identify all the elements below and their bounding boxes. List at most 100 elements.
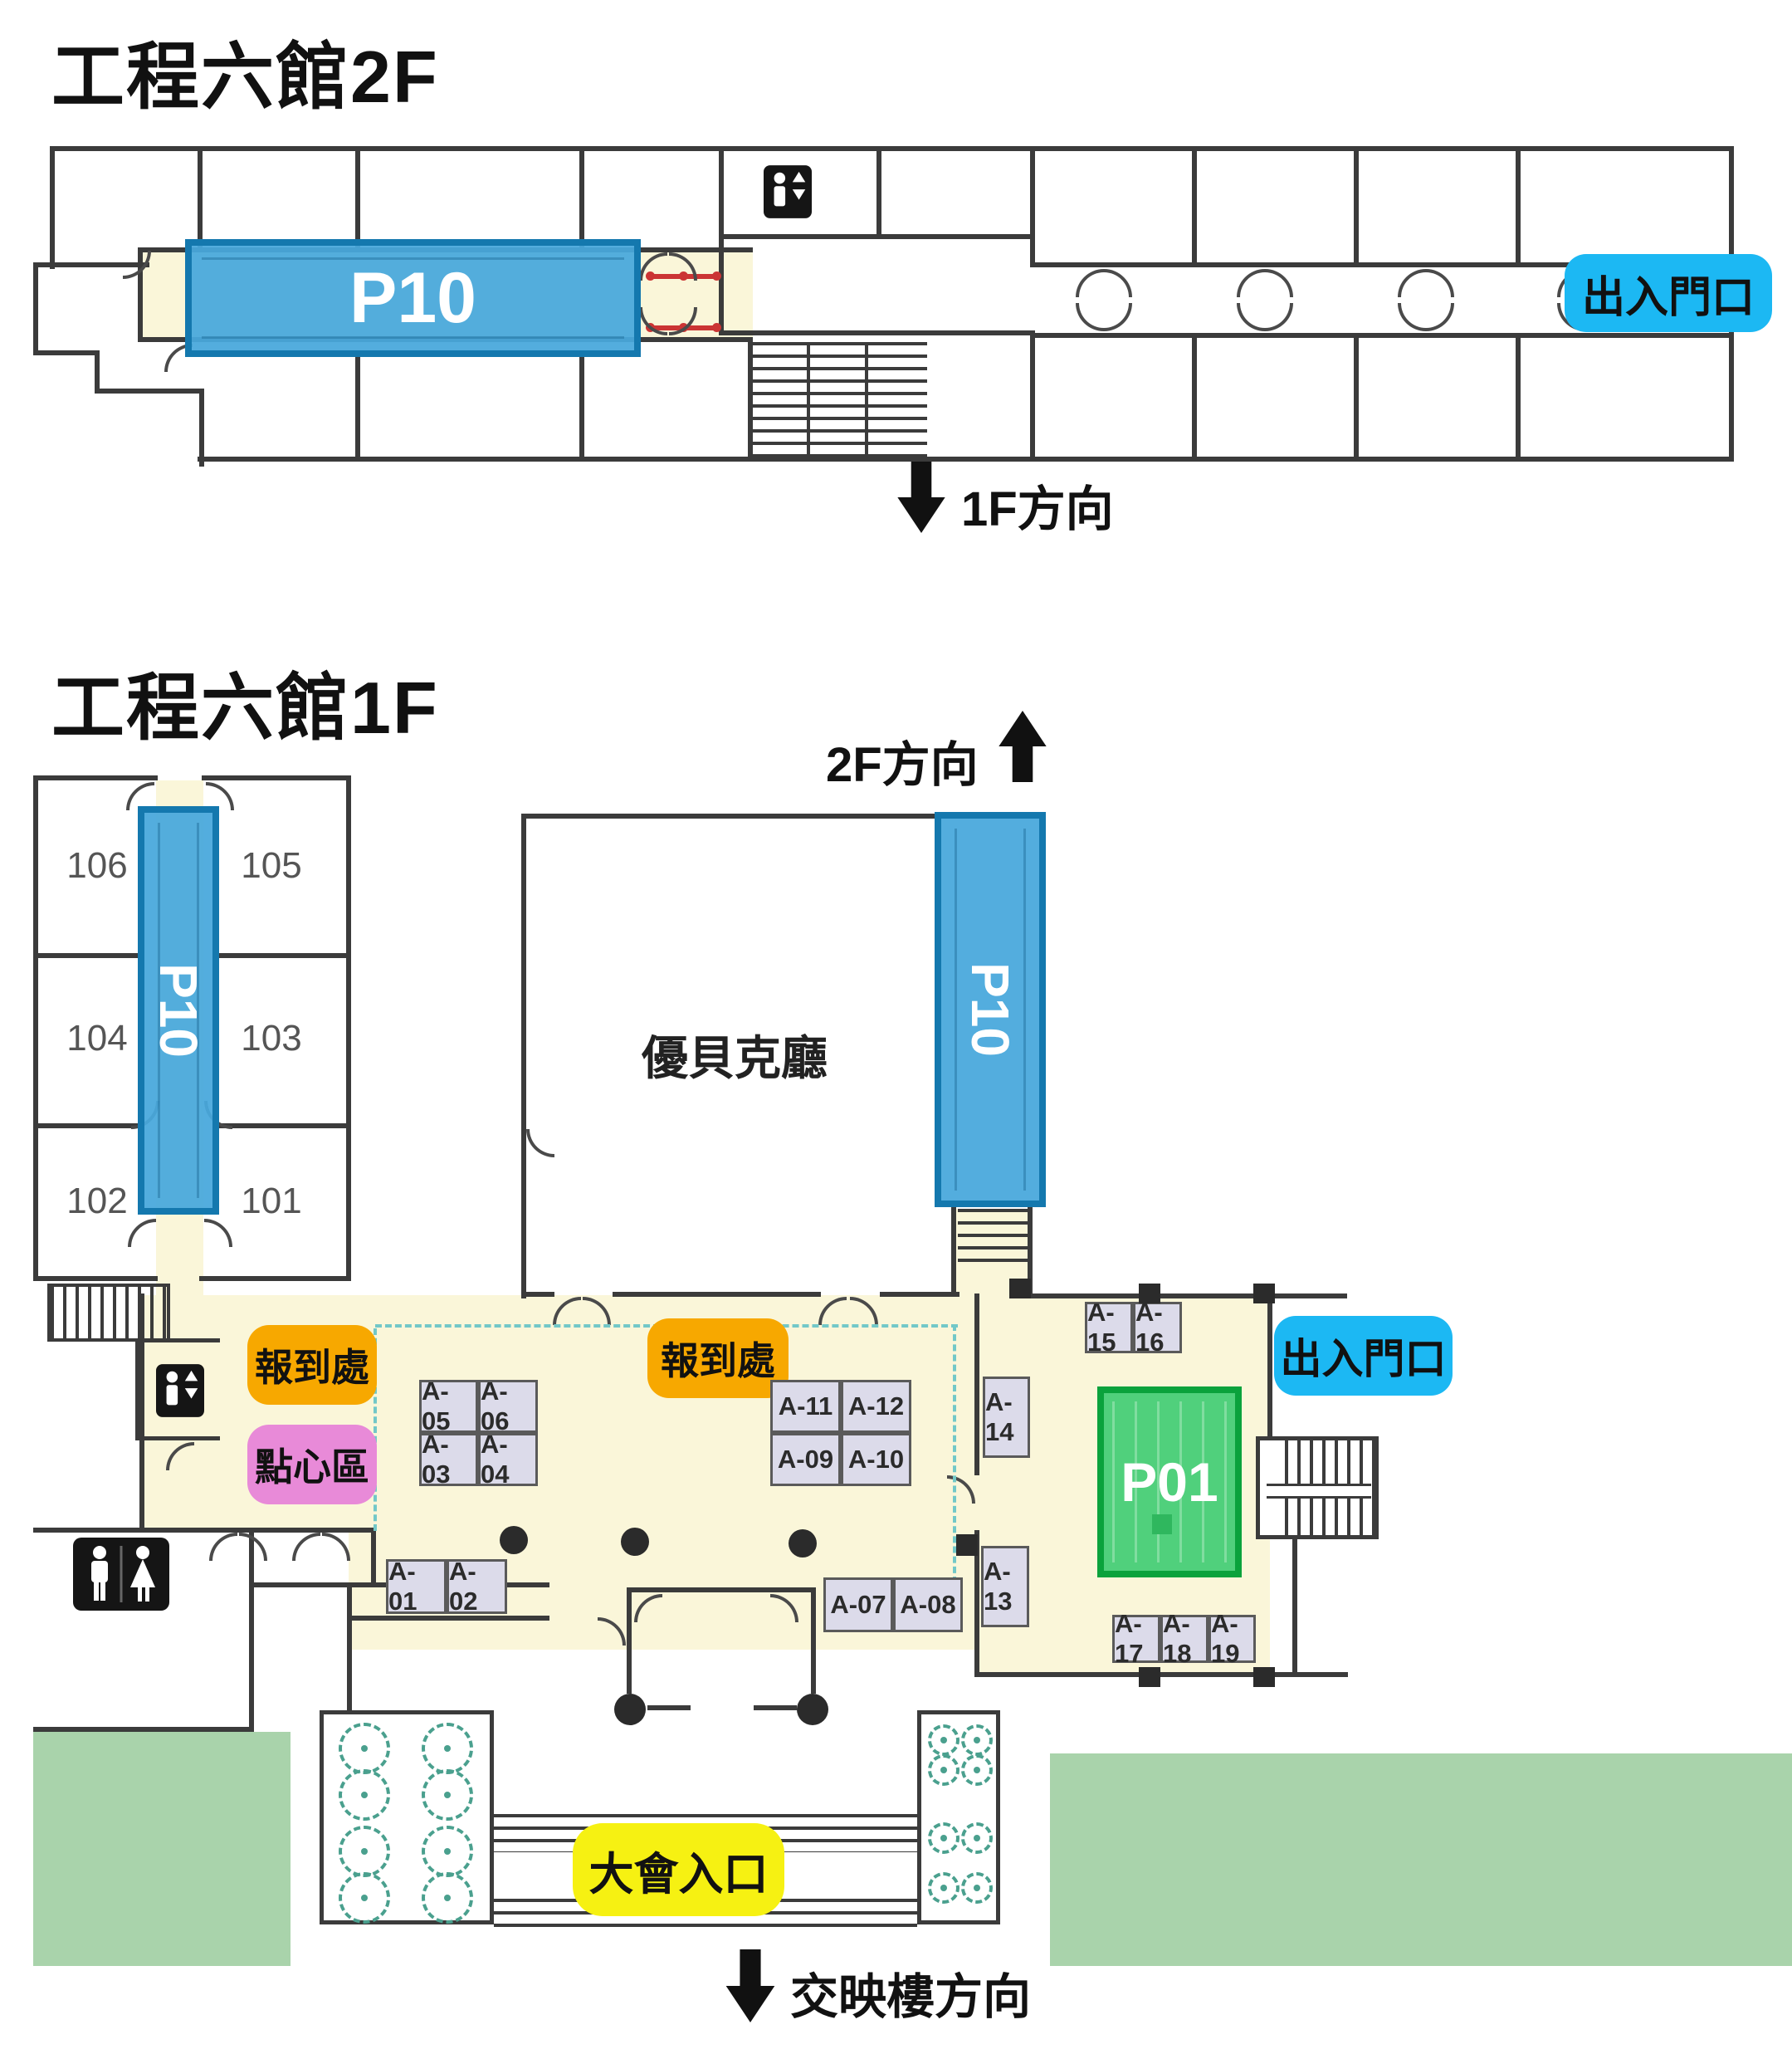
wall: [349, 1616, 549, 1621]
door-arc-icon: [1398, 303, 1426, 331]
elevator-icon: [156, 1363, 204, 1418]
booth-a-11: A-11: [770, 1380, 841, 1433]
door-arc-icon: [1237, 303, 1265, 331]
wall: [139, 1293, 144, 1531]
round-table-icon: [961, 1754, 993, 1786]
wall: [33, 1276, 158, 1281]
wall: [1354, 333, 1359, 459]
wall: [50, 146, 1734, 151]
door-arc-icon: [1076, 303, 1104, 331]
wall: [1028, 1204, 1033, 1297]
exhibit-boundary-dashed: [953, 1324, 956, 1583]
poster-rack-lines: [202, 257, 624, 339]
round-tables-right: [917, 1710, 1000, 1924]
snack-area-label: 點心區: [247, 1425, 377, 1504]
down-arrow-icon: [724, 1949, 777, 2022]
wall: [521, 814, 526, 1298]
wall: [1516, 333, 1521, 459]
wall: [1192, 333, 1197, 459]
round-table-icon: [422, 1826, 473, 1877]
wall: [33, 775, 158, 780]
up-arrow-icon: [996, 711, 1049, 782]
stairs-1f-hall: [958, 1209, 1028, 1262]
exit-label-2f: 出入門口: [1565, 254, 1772, 332]
booth-a-06: A-06: [478, 1377, 538, 1435]
poster-rail-dot: [712, 271, 721, 281]
outdoor-green-area: [33, 1732, 291, 1966]
pillar: [1253, 1284, 1275, 1303]
area-p10-2f-label: P10: [349, 257, 477, 338]
round-table-icon: [961, 1724, 993, 1756]
door-arc-icon: [526, 1129, 554, 1157]
round-table-icon: [422, 1872, 473, 1924]
entrance-label: 大會入口: [573, 1823, 784, 1916]
round-table-icon: [928, 1822, 959, 1854]
wall: [33, 1123, 141, 1128]
direction-2f-label: 2F方向: [826, 738, 979, 792]
registration-label-left: 報到處: [247, 1325, 377, 1405]
wall: [216, 953, 351, 958]
wall: [880, 1292, 959, 1297]
poster-rail-dot: [712, 323, 721, 332]
pillar: [956, 1534, 978, 1556]
pillar: [789, 1529, 817, 1558]
wall: [865, 342, 868, 457]
wall: [135, 1338, 220, 1342]
wall: [1030, 262, 1734, 267]
booth-a-09: A-09: [770, 1433, 841, 1486]
door-arc-icon: [1104, 269, 1132, 297]
round-table-icon: [339, 1872, 390, 1924]
wall: [748, 337, 753, 462]
pillar: [797, 1694, 828, 1725]
door-arc-icon: [1104, 303, 1132, 331]
down-arrow-icon: [895, 462, 948, 533]
wall: [198, 146, 203, 251]
wall: [876, 146, 881, 239]
stairs-1f-left: [47, 1284, 170, 1342]
wall: [719, 146, 724, 334]
wall: [1028, 1293, 1347, 1298]
pillar: [614, 1694, 646, 1725]
booth-a-07: A-07: [823, 1577, 893, 1632]
area-p10-1f-left: P10: [138, 806, 219, 1215]
wall: [199, 389, 204, 467]
round-table-icon: [422, 1769, 473, 1821]
wall: [627, 1587, 816, 1592]
wall: [951, 1204, 956, 1297]
booth-a-16: A-16: [1133, 1298, 1182, 1357]
wall: [521, 1292, 554, 1297]
wall: [521, 814, 943, 819]
wall: [202, 775, 351, 780]
booth-a-15: A-15: [1085, 1298, 1133, 1357]
floor2-title: 工程六館2F: [51, 36, 439, 118]
round-table-icon: [928, 1872, 959, 1904]
round-table-icon: [961, 1822, 993, 1854]
elevator-icon: [764, 164, 812, 219]
door-arc-icon: [1237, 269, 1265, 297]
round-table-icon: [339, 1826, 390, 1877]
area-p01: P01: [1097, 1386, 1242, 1577]
room-101: 101: [241, 1181, 302, 1221]
booth-a-04: A-04: [478, 1430, 538, 1489]
room-102: 102: [66, 1181, 128, 1221]
exit-label-1f: 出入門口: [1274, 1316, 1453, 1396]
wall: [1030, 333, 1734, 338]
wall: [33, 262, 38, 355]
door-arc-icon: [1398, 269, 1426, 297]
door-arc-icon: [1265, 303, 1293, 331]
door-arc-icon: [239, 1533, 267, 1561]
wall: [355, 146, 360, 251]
direction-1f-label: 1F方向: [961, 482, 1114, 536]
round-table-icon: [339, 1723, 390, 1774]
wall: [249, 1528, 254, 1730]
wall: [754, 1705, 797, 1710]
pillar: [621, 1528, 649, 1556]
booth-a-05: A-05: [419, 1377, 478, 1435]
poster-rack-lines: [955, 829, 1026, 1191]
room-106: 106: [66, 845, 128, 886]
wall: [974, 1293, 979, 1475]
booth-a-02: A-02: [447, 1557, 507, 1616]
booth-a-17: A-17: [1112, 1609, 1160, 1668]
room-105: 105: [241, 845, 302, 886]
wall: [371, 1528, 376, 1587]
